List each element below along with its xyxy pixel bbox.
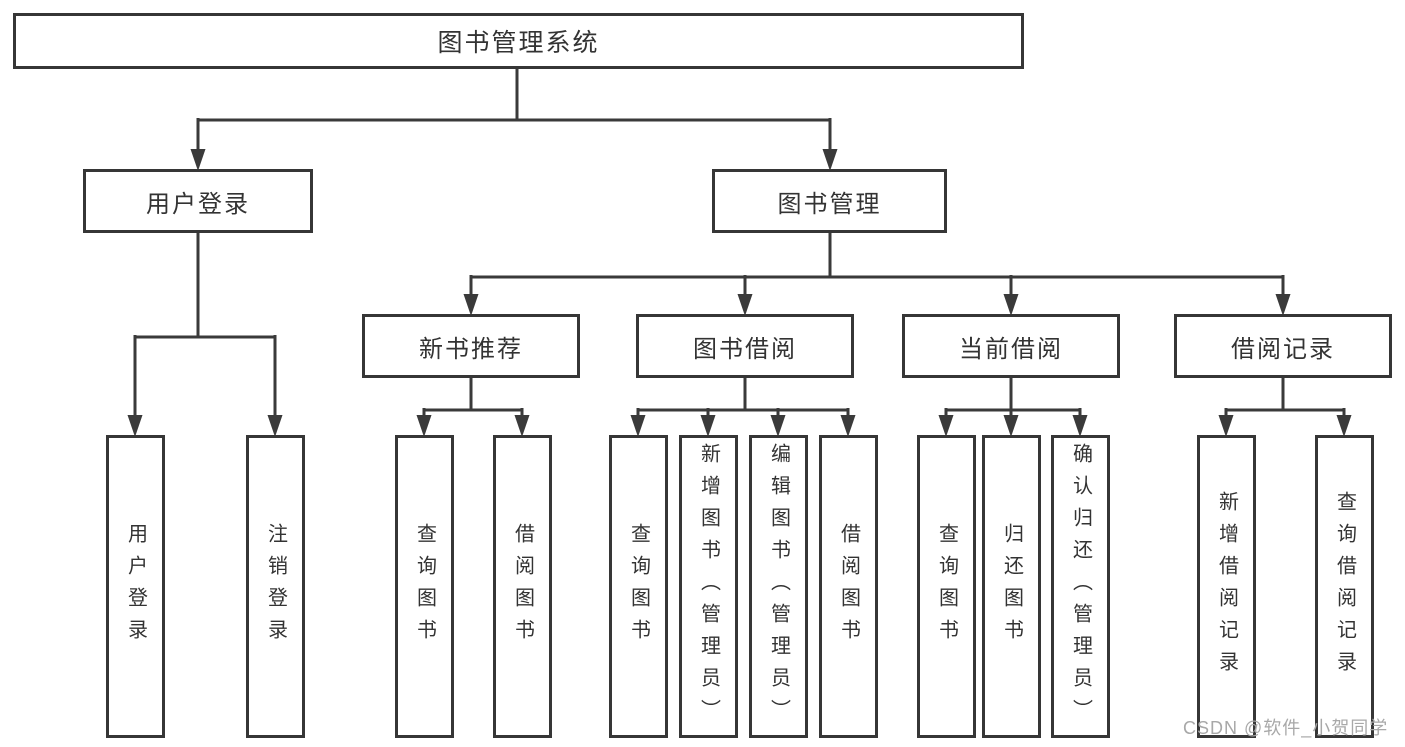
leaf-label: 新增图书（管理员） [697, 442, 720, 731]
connector-borrowrecords-to-leaves [1218, 378, 1352, 437]
node-new-book-recommend: 新书推荐 [362, 314, 580, 378]
leaf-query-books-2: 查询图书 [609, 435, 668, 738]
leaf-label: 查询借阅记录 [1333, 490, 1356, 683]
leaf-logout: 注销登录 [246, 435, 305, 738]
leaf-query-books-1: 查询图书 [395, 435, 454, 738]
leaf-query-books-3: 查询图书 [917, 435, 976, 738]
leaf-add-book-admin: 新增图书（管理员） [679, 435, 738, 738]
arrow-down-icon [770, 415, 786, 437]
leaf-query-borrow-record: 查询借阅记录 [1315, 435, 1374, 738]
leaf-confirm-return-admin: 确认归还（管理员） [1051, 435, 1110, 738]
arrow-down-icon [1003, 294, 1019, 316]
leaf-borrow-books-2: 借阅图书 [819, 435, 878, 738]
connector-currentborrow-to-leaves [938, 378, 1088, 437]
connector-bookmgmt-to-level3 [463, 233, 1291, 316]
arrow-down-icon [840, 415, 856, 437]
arrow-down-icon [630, 415, 646, 437]
node-current-borrow: 当前借阅 [902, 314, 1120, 378]
arrow-down-icon [1336, 415, 1352, 437]
arrow-down-icon [267, 415, 283, 437]
arrow-down-icon [938, 415, 954, 437]
arrow-down-icon [1072, 415, 1088, 437]
node-book-borrow: 图书借阅 [636, 314, 854, 378]
leaf-label: 新增借阅记录 [1215, 490, 1238, 683]
arrow-down-icon [1218, 415, 1234, 437]
arrow-down-icon [822, 149, 838, 171]
leaf-user-login: 用户登录 [106, 435, 165, 738]
leaf-label: 用户登录 [124, 522, 147, 651]
arrow-down-icon [416, 415, 432, 437]
leaf-label: 借阅图书 [511, 522, 534, 651]
connector-root-to-level2 [190, 69, 838, 171]
leaf-label: 编辑图书（管理员） [767, 442, 790, 731]
connector-userlogin-to-leaves [127, 233, 283, 437]
leaf-label: 查询图书 [627, 522, 650, 651]
leaf-label: 查询图书 [935, 522, 958, 651]
node-borrow-records: 借阅记录 [1174, 314, 1392, 378]
leaf-label: 确认归还（管理员） [1069, 442, 1092, 731]
leaf-label: 归还图书 [1000, 522, 1023, 651]
leaf-label: 借阅图书 [837, 522, 860, 651]
arrow-down-icon [1003, 415, 1019, 437]
node-user-login: 用户登录 [83, 169, 313, 233]
leaf-label: 注销登录 [264, 522, 287, 651]
connector-bookborrow-to-leaves [630, 378, 856, 437]
leaf-add-borrow-record: 新增借阅记录 [1197, 435, 1256, 738]
leaf-edit-book-admin: 编辑图书（管理员） [749, 435, 808, 738]
arrow-down-icon [514, 415, 530, 437]
leaf-return-book: 归还图书 [982, 435, 1041, 738]
arrow-down-icon [190, 149, 206, 171]
leaf-label: 查询图书 [413, 522, 436, 651]
csdn-watermark: CSDN @软件_小贺同学 [1183, 718, 1389, 738]
arrow-down-icon [700, 415, 716, 437]
leaf-borrow-books-1: 借阅图书 [493, 435, 552, 738]
arrow-down-icon [463, 294, 479, 316]
arrow-down-icon [127, 415, 143, 437]
node-library-system: 图书管理系统 [13, 13, 1024, 69]
connector-newbooks-to-leaves [416, 378, 530, 437]
node-book-management: 图书管理 [712, 169, 947, 233]
arrow-down-icon [737, 294, 753, 316]
arrow-down-icon [1275, 294, 1291, 316]
